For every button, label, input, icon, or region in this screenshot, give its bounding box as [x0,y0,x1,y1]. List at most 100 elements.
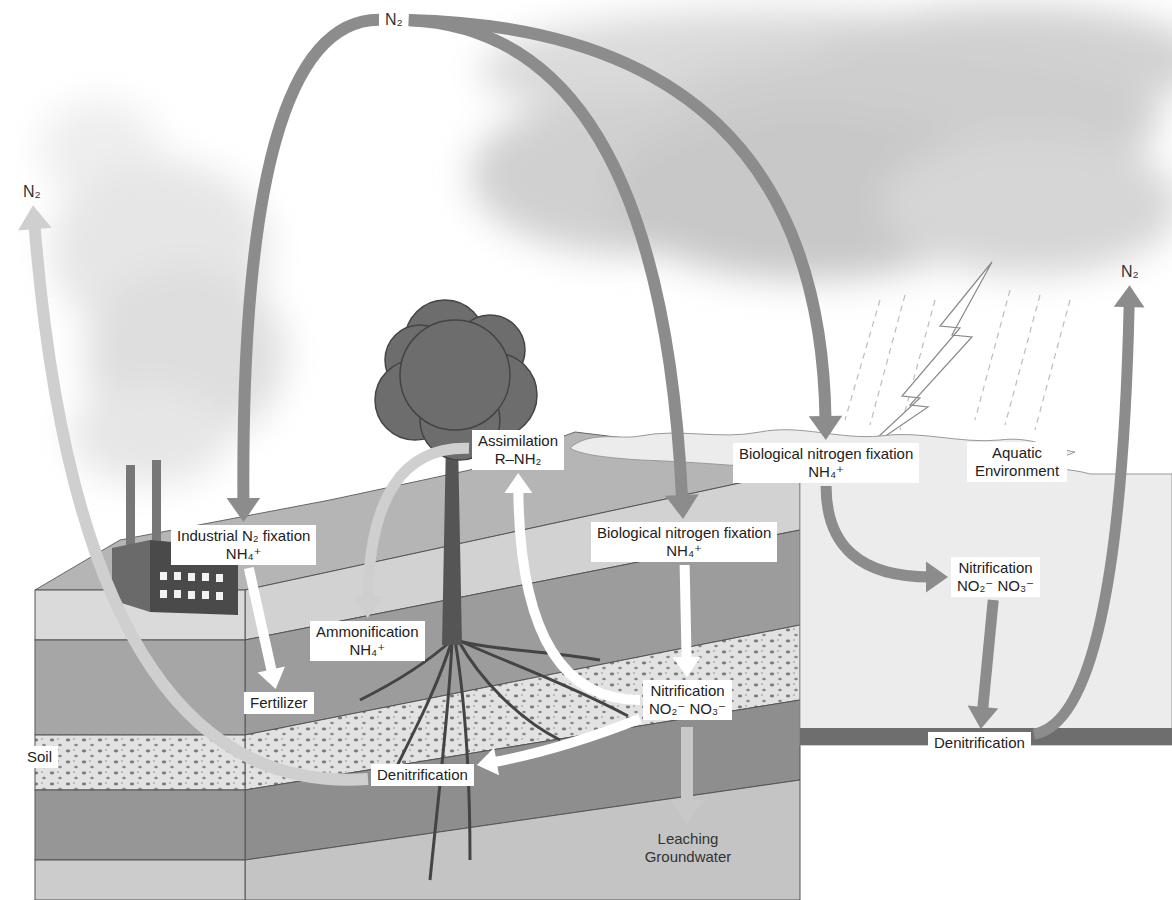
gas-label: N₂ [20,181,44,202]
tree-roots [360,640,628,880]
root [455,640,470,860]
cloud-part [880,135,1172,275]
node-formula: NH₄⁺ [739,463,913,481]
arrowhead [504,473,532,493]
process-label: Biological nitrogen fixationNH₄⁺ [733,443,919,483]
window [202,573,209,581]
tree-trunk [442,440,462,645]
flow-arrow [504,473,640,700]
rain-line [975,290,1010,420]
arrow-shaft [685,565,687,661]
window [216,574,223,582]
process-label: Denitrification [928,732,1031,754]
rain-line [1005,295,1040,425]
root [458,640,560,740]
flow-arrow [826,486,948,592]
arrowhead [968,706,999,729]
arrow-shaft [518,489,640,700]
water-body [570,430,1172,745]
smokestack [126,465,135,550]
flow-arrow [409,20,843,440]
node-heading: Assimilation [478,432,558,450]
arrowhead [353,596,384,618]
node-heading: Fertilizer [250,694,308,712]
arrowhead [258,666,285,689]
arrow-shaft [249,568,272,673]
node-heading: Denitrification [377,766,468,784]
process-label: AssimilationR–NH₂ [472,430,564,470]
flow-arrow [968,600,999,729]
window [160,590,167,598]
root [455,640,600,660]
soil-layer [245,780,800,900]
arrowhead [926,562,948,593]
gravel-layer [35,735,245,790]
window [174,590,181,598]
node-heading: Biological nitrogen fixation [597,524,771,542]
node-formula: NH₄⁺ [316,641,419,659]
arrow-shaft [368,448,469,600]
process-label: Industrial N₂ fixationNH₄⁺ [171,525,316,565]
arrow-shaft [409,20,682,500]
process-label: Biological nitrogen fixationNH₄⁺ [591,522,777,562]
arrow-shaft [826,486,930,577]
node-heading: Biological nitrogen fixation [739,445,913,463]
node-formula: NO₂⁻ NO₃⁻ [649,700,726,718]
window [188,591,195,599]
window [174,572,181,580]
leaching-arrow [681,727,693,802]
window [188,573,195,581]
arrowhead [1114,285,1145,307]
node-formula: NH₄⁺ [177,545,310,563]
arrow-shaft [34,224,368,779]
leaching-arrowhead [670,800,704,824]
rain-line [1035,300,1070,430]
node-formula: NO₂⁻ NO₃⁻ [957,577,1034,595]
factory-windows [160,572,223,600]
arrowhead [227,498,261,522]
node-formula: R–NH₂ [478,450,558,468]
flow-arrow [673,565,701,677]
region-label: Soil [21,746,58,768]
gas-label: N₂ [382,9,406,30]
root [430,640,452,880]
process-label: AmmonificationNH₄⁺ [310,621,425,661]
arrowhead [18,205,51,230]
flow-arrow [353,448,469,618]
node-heading: Nitrification [957,559,1034,577]
product-label: Fertilizer [244,692,314,714]
window [202,591,209,599]
process-label: NitrificationNO₂⁻ NO₃⁻ [951,557,1040,597]
node-heading: Denitrification [934,734,1025,752]
node-heading: N₂ [1121,262,1139,281]
process-label: Denitrification [371,764,474,786]
smokestack [152,460,161,545]
canopy-part [400,320,510,430]
window [160,572,167,580]
arrowhead [665,494,699,519]
arrow-shaft [1034,303,1129,734]
arrow-shaft [409,20,826,421]
node-heading: N₂ [385,10,403,29]
arrowhead [673,657,701,677]
flow-arrow [227,20,379,522]
flow-arrow [477,719,640,776]
rain-line [845,300,880,420]
flow-arrow [18,205,368,780]
flow-label: Leaching Groundwater [636,830,740,866]
arrow-shaft [493,719,640,763]
smoke-part [70,385,230,485]
node-heading: Aquatic Environment [973,444,1061,480]
node-formula: NH₄⁺ [597,542,771,560]
arrow-shaft [982,600,993,711]
node-heading: Ammonification [316,623,419,641]
node-heading: N₂ [23,182,41,201]
gas-label: N₂ [1118,261,1142,282]
arrowhead [809,416,843,440]
window [216,592,223,600]
flow-arrow [249,568,285,689]
node-heading: Industrial N₂ fixation [177,527,310,545]
soil-layer [35,790,245,860]
node-heading: Soil [27,748,52,766]
